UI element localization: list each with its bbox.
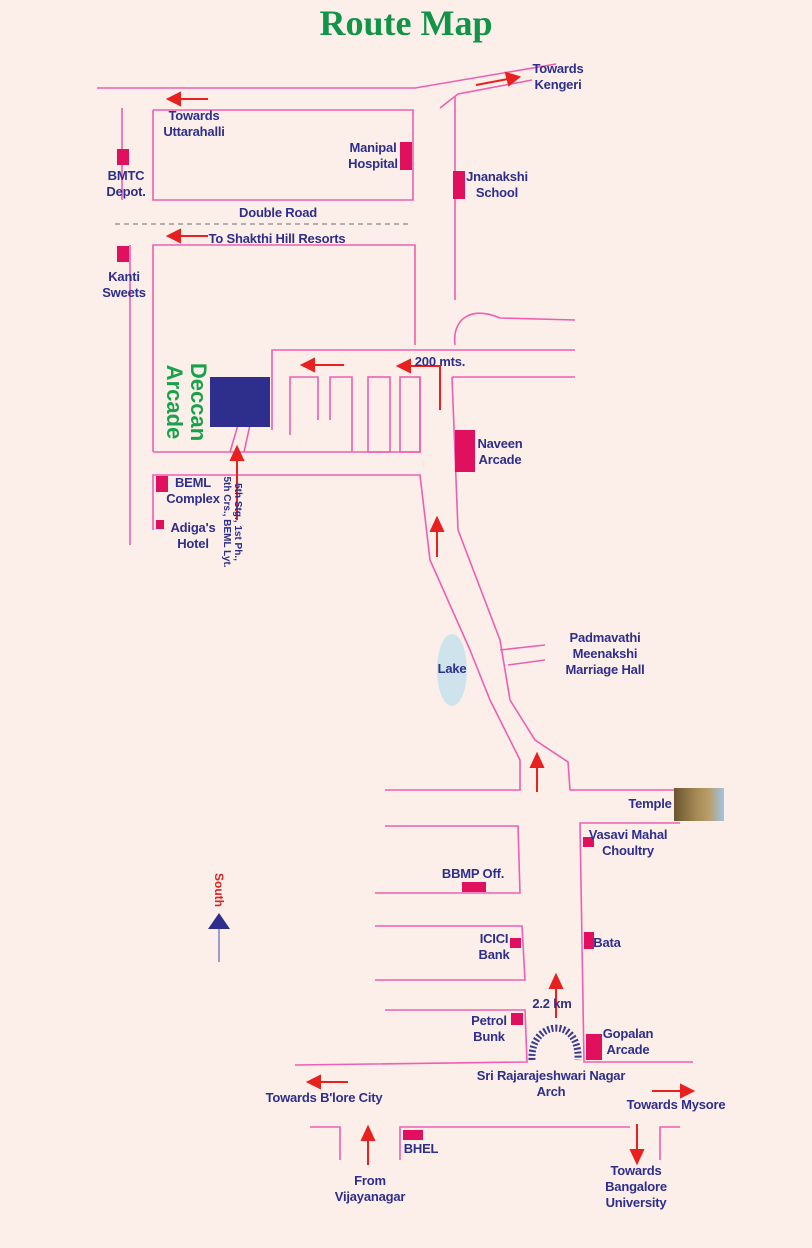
bbmp-label: BBMP Off.: [441, 866, 505, 881]
arrow-down-icon: [629, 1124, 645, 1166]
road: [367, 376, 391, 453]
bhel-marker: [403, 1130, 423, 1140]
arch-icon: [528, 1024, 582, 1061]
landmarks: [117, 142, 602, 1140]
road: [399, 376, 421, 453]
arrow-left-icon: [299, 357, 344, 373]
distance-22-label: 2.2 km: [532, 996, 572, 1011]
road: [439, 79, 533, 109]
road: [453, 312, 576, 346]
road: [375, 925, 526, 981]
jnanakshi-marker: [453, 171, 465, 199]
lake: [437, 634, 467, 706]
address-line: 5th Stg., 1st Ph.,: [232, 483, 243, 561]
roads: [97, 63, 693, 1160]
lake-label: Lake: [437, 661, 467, 676]
kanti-marker: [117, 246, 129, 262]
arrow-up-icon: [529, 751, 545, 792]
bata-label: Bata: [593, 935, 621, 950]
naveen-marker: [455, 430, 475, 472]
address-line: 5th Crs., BEML Lyt.: [221, 476, 232, 568]
road: [375, 825, 521, 894]
road: [271, 349, 575, 430]
adiga-marker: [156, 520, 164, 529]
petrol-marker: [511, 1013, 523, 1025]
road: [152, 474, 521, 791]
page-title: Route Map: [319, 3, 493, 43]
double-road-label: Double Road: [239, 205, 317, 220]
bhel-label: BHEL: [403, 1141, 439, 1156]
deccan-arcade-building: [210, 377, 270, 427]
compass-arrow-icon: [208, 913, 230, 929]
road: [152, 244, 416, 452]
manipal-marker: [400, 142, 412, 170]
road: [289, 376, 319, 435]
temple-photo: [674, 788, 724, 821]
arrow-up-icon: [429, 515, 445, 557]
bmtc-marker: [117, 149, 129, 165]
arrow-left-icon: [165, 228, 208, 244]
road: [579, 822, 693, 1063]
vasavi-marker: [583, 837, 594, 847]
arrow-up-icon: [548, 972, 564, 1018]
road: [499, 644, 546, 651]
road: [294, 1009, 528, 1066]
arrow-right-icon: [652, 1083, 696, 1099]
destination-line: Arcade: [162, 364, 187, 440]
shakthi-label: To Shakthi Hill Resorts: [208, 231, 346, 246]
direction-arrows: [165, 71, 696, 1166]
road: [229, 424, 239, 453]
arrow-up-icon: [360, 1124, 376, 1165]
blore-city-label: Towards B'lore City: [265, 1090, 383, 1105]
road: [152, 109, 414, 201]
bbmp-marker: [462, 882, 486, 892]
road: [451, 376, 680, 791]
road: [97, 63, 557, 89]
road: [399, 1126, 630, 1160]
north-south-indicator: [208, 913, 230, 962]
road: [507, 659, 546, 666]
distance-200-label: 200 mts.: [414, 354, 466, 369]
temple-label: Temple: [628, 796, 672, 811]
road: [243, 424, 251, 453]
road: [659, 1126, 680, 1160]
arrow-left-icon: [165, 91, 208, 107]
gopalan-marker: [586, 1034, 602, 1060]
bata-marker: [584, 932, 594, 949]
arrow-up-icon: [229, 444, 245, 520]
south-label: South: [212, 873, 226, 907]
address-label: 5th Stg., 1st Ph.,5th Crs., BEML Lyt.: [221, 476, 243, 567]
beml-marker: [156, 476, 168, 492]
arrow-left-icon: [395, 358, 441, 410]
road: [310, 1126, 341, 1160]
mysore-label: Towards Mysore: [626, 1097, 726, 1112]
arrow-left-icon: [305, 1074, 348, 1090]
arrow-right-icon: [475, 71, 522, 87]
road: [329, 376, 353, 452]
icici-marker: [510, 938, 521, 948]
destination-line: Deccan: [186, 362, 211, 442]
